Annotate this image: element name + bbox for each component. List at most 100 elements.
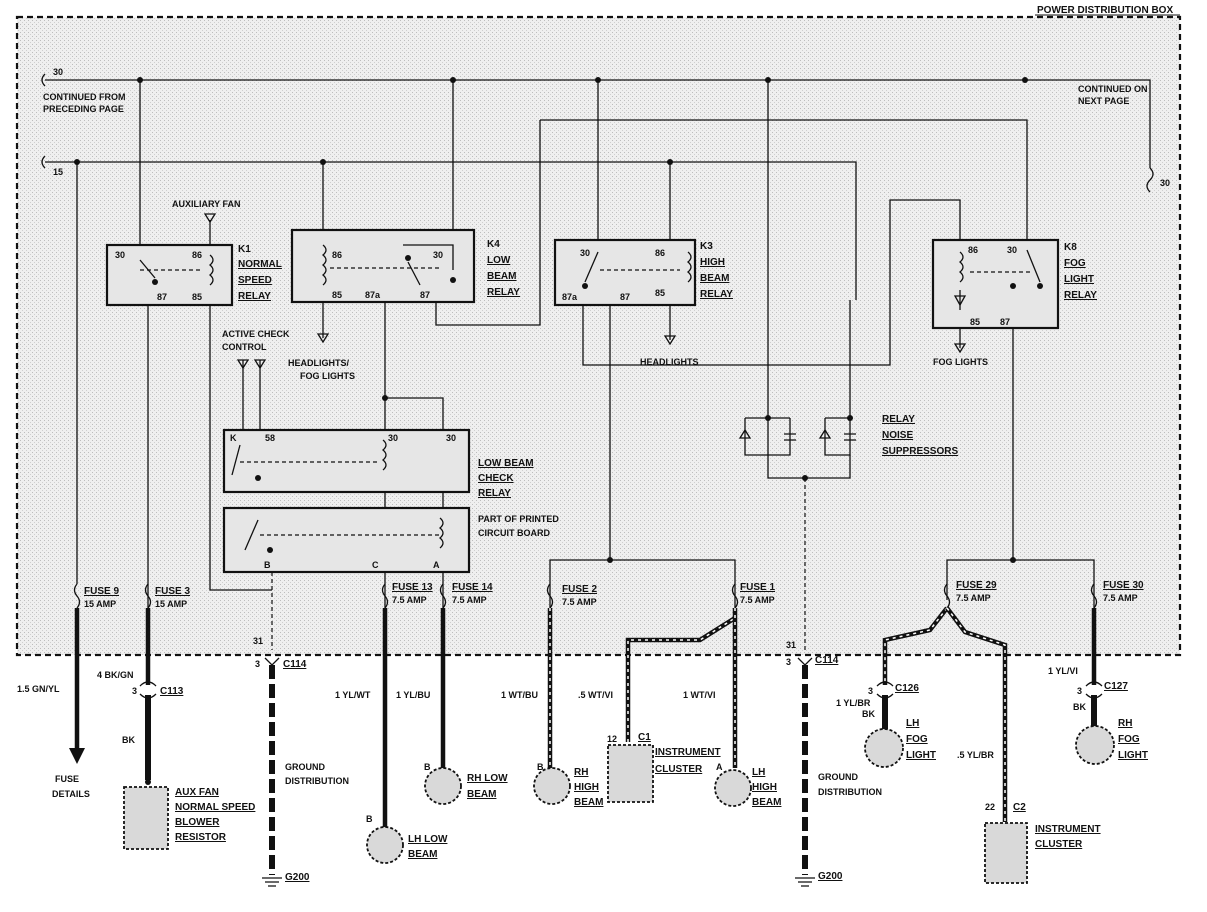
wire-rh-low: 1 YL/BU	[396, 690, 430, 700]
fuse-3-amp: 15 AMP	[155, 599, 187, 609]
rh-fog-name-1: RH	[1118, 718, 1132, 729]
check-active-1: ACTIVE CHECK	[222, 329, 290, 339]
fuse-29-name: FUSE 29	[956, 580, 997, 591]
aux-fan-name-4: RESISTOR	[175, 832, 227, 843]
c2-label: C2	[1013, 802, 1026, 813]
lh-low-pin: B	[366, 814, 373, 824]
rh-high-name-3: BEAM	[574, 797, 603, 808]
k8-name-3: RELAY	[1064, 290, 1097, 301]
wire-fuse9: 1.5 GN/YL	[17, 684, 60, 694]
fuse-14-amp: 7.5 AMP	[452, 595, 487, 605]
wire-cluster2: .5 YL/BR	[957, 750, 994, 760]
wire-lh-high: 1 WT/VI	[683, 690, 716, 700]
lh-high-beam	[714, 769, 752, 807]
box-title: POWER DISTRIBUTION BOX	[1037, 5, 1173, 16]
k1-id: K1	[238, 244, 251, 255]
suppressor-name-1: RELAY	[882, 414, 915, 425]
check-active-2: CONTROL	[222, 342, 267, 352]
k4-id: K4	[487, 239, 500, 250]
ground2-2: DISTRIBUTION	[818, 787, 882, 797]
external-wiring	[69, 606, 1103, 887]
relay-k4	[290, 80, 541, 655]
check-relay-name-3: RELAY	[478, 488, 511, 499]
cluster1-name-2: CLUSTER	[655, 764, 703, 775]
k3-id: K3	[700, 241, 713, 252]
fuse-symbols	[73, 162, 1098, 609]
k4-name-2: BEAM	[487, 271, 516, 282]
fuse-9-amp: 15 AMP	[84, 599, 116, 609]
k1-pin-30: 30	[115, 250, 125, 260]
k8-name-2: LIGHT	[1064, 274, 1094, 285]
cluster2-name-1: INSTRUMENT	[1035, 824, 1101, 835]
k8-id: K8	[1064, 242, 1077, 253]
wire-rh-high: 1 WT/BU	[501, 690, 538, 700]
fuse-30-amp: 7.5 AMP	[1103, 593, 1138, 603]
c1-pin: 12	[607, 734, 617, 744]
c1-label: C1	[638, 732, 651, 743]
check-pin-c: C	[372, 560, 379, 570]
g200a-label: G200	[285, 872, 310, 883]
ground1-1: GROUND	[285, 762, 325, 772]
lh-low-beam	[366, 826, 404, 864]
aux-fan-resistor	[123, 786, 169, 850]
c113-label: C113	[160, 686, 184, 697]
suppressor-name-2: NOISE	[882, 430, 913, 441]
k3-pin-86: 86	[655, 248, 665, 258]
check-pcb-1: PART OF PRINTED	[478, 514, 559, 524]
fuse-1-amp: 7.5 AMP	[740, 595, 775, 605]
aux-fan-name-2: NORMAL SPEED	[175, 802, 255, 813]
k1-pin-86: 86	[192, 250, 202, 260]
g200b-label: G200	[818, 871, 843, 882]
continued-on-line1: CONTINUED ON	[1078, 84, 1148, 94]
wire-rh-fog-bk: BK	[1073, 702, 1086, 712]
c114a-31: 31	[253, 636, 263, 646]
fuse-30-name: FUSE 30	[1103, 580, 1144, 591]
k1-pin-85: 85	[192, 292, 202, 302]
k8-pin-30: 30	[1007, 245, 1017, 255]
k3-name-1: HIGH	[700, 257, 725, 268]
c126-label: C126	[895, 683, 919, 694]
rh-fog-name-3: LIGHT	[1118, 750, 1148, 761]
k1-top-label: AUXILIARY FAN	[172, 199, 241, 209]
wire-c113-bk: BK	[122, 735, 135, 745]
lh-high-pin: A	[716, 762, 723, 772]
c127-label: C127	[1104, 681, 1128, 692]
bus-lines	[41, 73, 1154, 300]
bus-15-label: 15	[53, 167, 63, 177]
wire-lh-low: 1 YL/WT	[335, 690, 371, 700]
k3-out-label: HEADLIGHTS	[640, 357, 699, 367]
relay-k3	[549, 80, 961, 655]
c114b-label: C114	[815, 655, 839, 666]
k4-out-label-2: FOG LIGHTS	[300, 371, 355, 381]
k3-pin-87: 87	[620, 292, 630, 302]
ground2-1: GROUND	[818, 772, 858, 782]
fuse-details-1: FUSE	[55, 774, 79, 784]
check-pin-30a: 30	[388, 433, 398, 443]
rh-high-name-1: RH	[574, 767, 588, 778]
k4-pin-30: 30	[433, 250, 443, 260]
c2-pin: 22	[985, 802, 995, 812]
lh-fog-name-3: LIGHT	[906, 750, 936, 761]
fuse-2-name: FUSE 2	[562, 584, 597, 595]
rh-low-name-2: BEAM	[467, 789, 496, 800]
lh-fog-light	[864, 728, 904, 768]
check-pin-a: A	[433, 560, 440, 570]
rh-low-name-1: RH LOW	[467, 773, 508, 784]
k1-name-3: RELAY	[238, 291, 271, 302]
wire-rh-fog: 1 YL/VI	[1048, 666, 1078, 676]
k4-name-3: RELAY	[487, 287, 520, 298]
lh-high-name-3: BEAM	[752, 797, 781, 808]
check-relay-name-1: LOW BEAM	[478, 458, 534, 469]
low-beam-check-relay	[222, 359, 471, 650]
fuse-2-amp: 7.5 AMP	[562, 597, 597, 607]
suppressor-name-3: SUPPRESSORS	[882, 446, 958, 457]
fuse-14-name: FUSE 14	[452, 582, 493, 593]
k4-pin-87a: 87a	[365, 290, 381, 300]
check-pcb-2: CIRCUIT BOARD	[478, 528, 550, 538]
relay-noise-suppressors	[738, 80, 856, 650]
rh-low-pin: B	[424, 762, 431, 772]
k8-out-label: FOG LIGHTS	[933, 357, 988, 367]
wire-lh-fog: 1 YL/BR	[836, 698, 871, 708]
lh-low-name-1: LH LOW	[408, 834, 448, 845]
fuse-details-2: DETAILS	[52, 789, 90, 799]
